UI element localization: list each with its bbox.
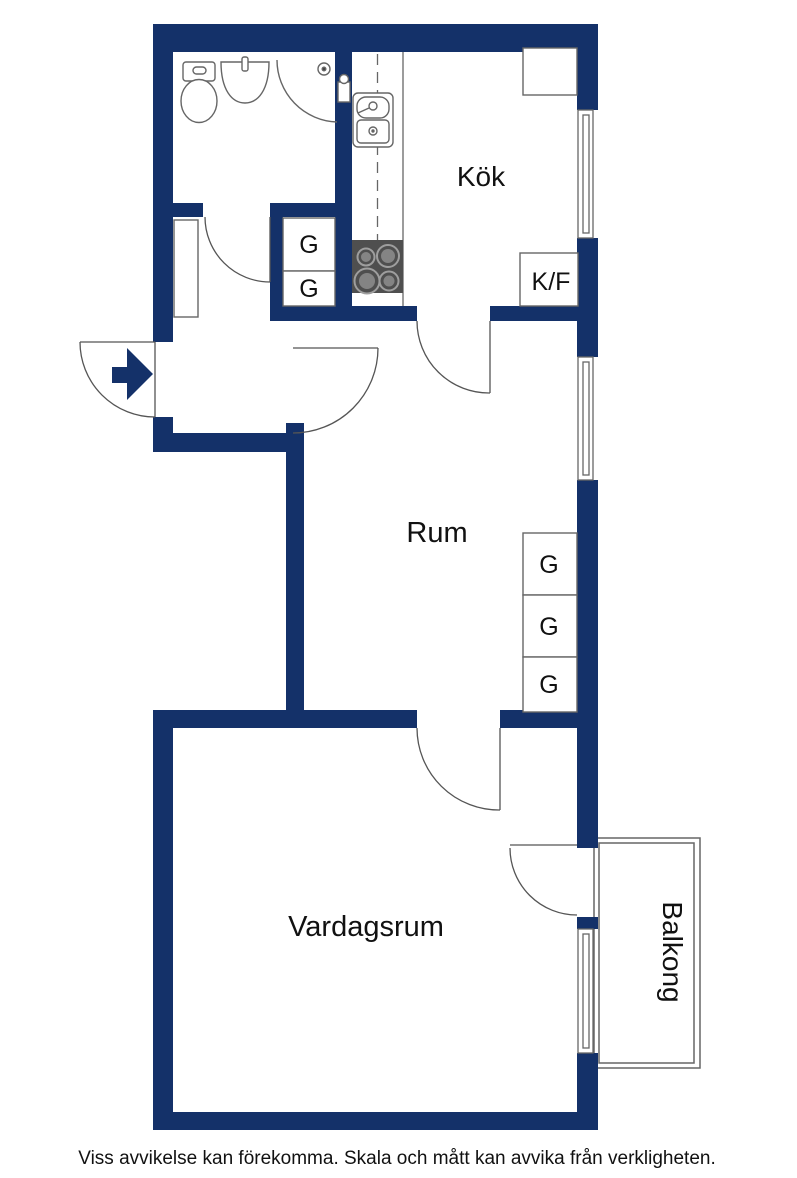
wall-right-a — [577, 24, 598, 110]
balcony-label: Balkong — [657, 901, 688, 1002]
toilet-icon — [180, 61, 218, 124]
stove-burner-centers — [359, 249, 395, 289]
wall-bottom — [153, 1112, 597, 1130]
wall-right-c — [577, 480, 598, 848]
door-swings — [79, 216, 578, 916]
stove-burner-rings — [353, 244, 400, 295]
room-labels: Kök K/F G G Rum G G G Vardagsrum Balkong… — [78, 161, 716, 1169]
hall-wardrobe-label-1: G — [299, 231, 318, 259]
room-wardrobe-box-3 — [522, 656, 578, 713]
livingroom-window-icon — [577, 928, 594, 1054]
wall-kitchen-bottom-right — [490, 306, 577, 321]
disclaimer-text: Viss avvikelse kan förekomma. Skala och … — [78, 1148, 716, 1169]
wall-bath-bottom-left — [170, 203, 203, 217]
room-wardrobe-label-3: G — [539, 671, 558, 699]
wall-hall-bottom — [153, 433, 300, 452]
hall-wardrobe-label-2: G — [299, 275, 318, 303]
entry-door-swing — [79, 341, 156, 418]
washbasin-icon — [220, 56, 270, 104]
kitchen-door-swing — [416, 320, 491, 394]
wall-left-lower — [153, 710, 173, 1130]
balcony-inner-rail — [598, 842, 695, 1064]
room-wardrobe-label-2: G — [539, 613, 558, 641]
room-wardrobe-label-1: G — [539, 551, 558, 579]
kitchen-window-icon — [577, 109, 594, 239]
wall-right-e — [577, 1053, 598, 1130]
walls — [153, 24, 598, 1130]
shower-icon — [276, 59, 351, 123]
closet-boxes — [173, 47, 579, 713]
fridge-freezer-label: K/F — [532, 268, 571, 296]
kitchen-sink-icon — [352, 92, 394, 148]
room-label: Rum — [406, 517, 467, 549]
room-window-icon — [577, 356, 594, 481]
wall-hall-rum-divider — [286, 423, 304, 728]
fridge-freezer-box — [519, 252, 579, 307]
bathroom-fixtures — [180, 56, 351, 124]
wall-livingroom-top-right — [500, 710, 577, 728]
wall-bath-kitchen-divider — [335, 52, 352, 321]
livingroom-label: Vardagsrum — [288, 911, 444, 943]
hall-wardrobe-box-2 — [282, 270, 336, 307]
hall-cabinet-box — [173, 219, 199, 318]
balcony-door-swing — [509, 844, 578, 916]
kitchen-cabinet-box — [522, 47, 578, 96]
wall-right-d — [577, 917, 598, 929]
wall-left-upper — [153, 24, 173, 342]
livingroom-door-swing — [416, 727, 501, 811]
entry-arrow-icon — [112, 348, 153, 400]
stove-icon — [352, 240, 403, 295]
wall-hall-closet-divider — [270, 203, 283, 321]
windows — [577, 109, 594, 1054]
balcony-outline — [593, 837, 701, 1069]
room-wardrobe-box-1 — [522, 532, 578, 596]
wall-bath-bottom-right — [270, 203, 335, 217]
wall-right-b — [577, 238, 598, 357]
bathroom-door-swing — [204, 216, 271, 283]
hall-room-door-swing — [292, 347, 379, 434]
wall-kitchen-bottom-left — [283, 306, 417, 321]
wall-livingroom-top-left — [153, 710, 417, 728]
kitchen-label: Kök — [457, 161, 506, 192]
